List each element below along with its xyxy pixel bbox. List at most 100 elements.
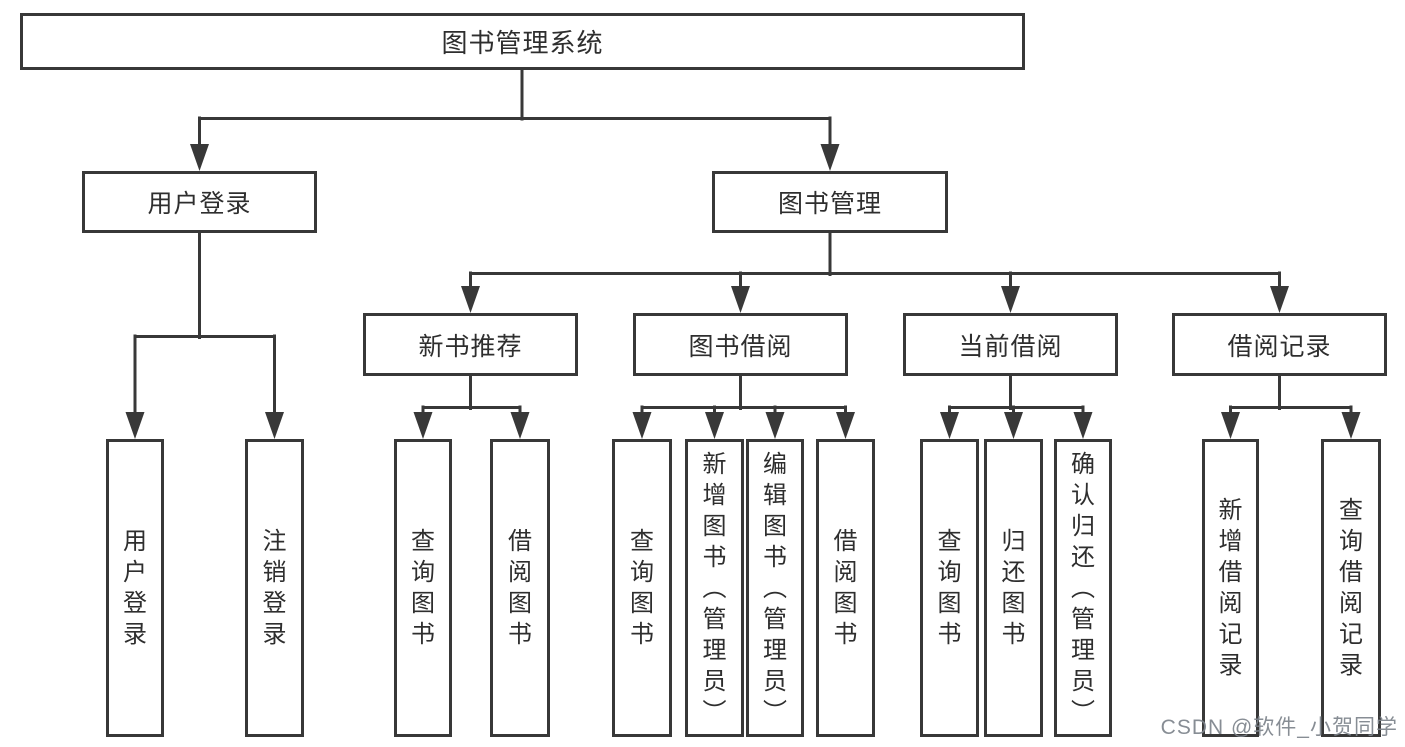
vertical-char: ︵ [1071,574,1095,602]
vertical-char: 管 [763,605,787,633]
vertical-char: 书 [763,543,787,571]
vertical-char: 借 [1218,559,1243,586]
leaf-borrow-books-label: 借阅图书 [834,526,858,650]
arrowhead-icon [461,286,480,313]
leaf-query-books-recommend: 查询图书 [394,439,452,737]
vertical-char: 注 [262,528,287,555]
node-user-login-label: 用户登录 [147,190,252,218]
vertical-char: 借 [508,528,532,555]
arrowhead-icon [940,412,959,439]
vertical-char: 询 [937,559,962,586]
arrowhead-icon [820,144,840,171]
arrowhead-icon [510,412,530,439]
vertical-char: 用 [123,528,147,555]
vertical-char: 增 [702,481,727,509]
vertical-char: 书 [508,621,532,648]
leaf-borrow-books-recommend-label: 借阅图书 [508,526,532,650]
vertical-char: 确 [1071,450,1095,478]
leaf-logout: 注销登录 [245,439,304,737]
leaf-add-borrow-record-label: 新增借阅记录 [1219,495,1243,681]
leaf-logout-label: 注销登录 [263,526,287,650]
node-book-borrow-label: 图书借阅 [688,332,793,361]
arrowhead-icon [1004,412,1023,439]
vertical-char: 新 [702,450,727,478]
vertical-char: 理 [763,636,787,664]
leaf-confirm-return-admin-label: 确认归还︵管理员︶ [1071,449,1095,728]
csdn-watermark: CSDN @软件_小贺同学 [1160,716,1398,739]
vertical-char: ︶ [1071,698,1095,726]
node-book-borrow: 图书借阅 [633,313,848,376]
vertical-char: 借 [1339,559,1363,586]
vertical-char: 书 [411,621,435,648]
vertical-char: 员 [702,667,727,695]
leaf-add-books-admin-label: 新增图书︵管理员︶ [703,449,727,728]
leaf-query-books-recommend-label: 查询图书 [411,526,435,650]
vertical-char: 录 [1339,652,1363,679]
leaf-edit-books-admin: 编辑图书︵管理员︶ [746,439,804,737]
vertical-char: 询 [630,559,654,586]
leaf-return-books-label: 归还图书 [1002,526,1026,650]
vertical-char: 登 [262,590,287,617]
vertical-char: 阅 [1339,590,1363,617]
leaf-query-books-borrow: 查询图书 [612,439,672,737]
arrowhead-icon [413,412,433,439]
vertical-char: 书 [937,621,962,648]
vertical-char: 阅 [1218,590,1243,617]
leaf-query-books-borrow-label: 查询图书 [630,526,654,650]
leaf-query-borrow-record-label: 查询借阅记录 [1339,495,1363,681]
vertical-char: 登 [123,590,147,617]
vertical-char: 图 [763,512,787,540]
arrowhead-icon [190,144,209,171]
node-borrow-records: 借阅记录 [1172,313,1387,376]
vertical-char: 书 [702,543,727,571]
arrowhead-icon [125,412,145,439]
vertical-char: 新 [1218,497,1243,524]
arrowhead-icon [1221,412,1240,439]
arrowhead-icon [1341,412,1361,439]
vertical-char: 查 [630,528,654,555]
vertical-char: 员 [1071,667,1095,695]
vertical-char: 管 [1071,605,1095,633]
vertical-char: 管 [702,605,727,633]
vertical-char: 理 [702,636,727,664]
vertical-char: 理 [1071,636,1095,664]
vertical-char: ︶ [702,698,727,726]
vertical-char: 图 [937,590,962,617]
arrowhead-icon [765,412,785,439]
vertical-char: 编 [763,450,787,478]
vertical-char: 归 [1071,512,1095,540]
vertical-char: ︶ [763,698,787,726]
node-root: 图书管理系统 [20,13,1025,70]
leaf-user-login-label: 用户登录 [123,526,147,650]
vertical-char: 还 [1071,543,1095,571]
vertical-char: 图 [1001,590,1026,617]
vertical-char: 查 [937,528,962,555]
leaf-add-books-admin: 新增图书︵管理员︶ [685,439,744,737]
node-new-book-recommend: 新书推荐 [363,313,578,376]
leaf-query-books-current-label: 查询图书 [938,526,962,650]
vertical-char: 询 [411,559,435,586]
node-current-borrow-label: 当前借阅 [958,332,1063,361]
leaf-edit-books-admin-label: 编辑图书︵管理员︶ [763,449,787,728]
vertical-char: 还 [1001,559,1026,586]
vertical-char: 阅 [833,559,858,586]
arrowhead-icon [705,412,724,439]
vertical-char: 图 [630,590,654,617]
vertical-char: 书 [1001,621,1026,648]
vertical-char: ︵ [702,574,727,602]
vertical-char: 辑 [763,481,787,509]
vertical-char: 图 [411,590,435,617]
arrowhead-icon [1001,286,1020,313]
arrowhead-icon [731,286,750,313]
vertical-char: 户 [123,559,147,586]
node-new-book-recommend-label: 新书推荐 [418,332,523,361]
node-root-label: 图书管理系统 [441,28,604,58]
vertical-char: 销 [262,559,287,586]
vertical-char: 图 [833,590,858,617]
arrowhead-icon [265,412,284,439]
vertical-char: 录 [262,621,287,648]
vertical-char: 图 [508,590,532,617]
leaf-query-borrow-record: 查询借阅记录 [1321,439,1381,737]
